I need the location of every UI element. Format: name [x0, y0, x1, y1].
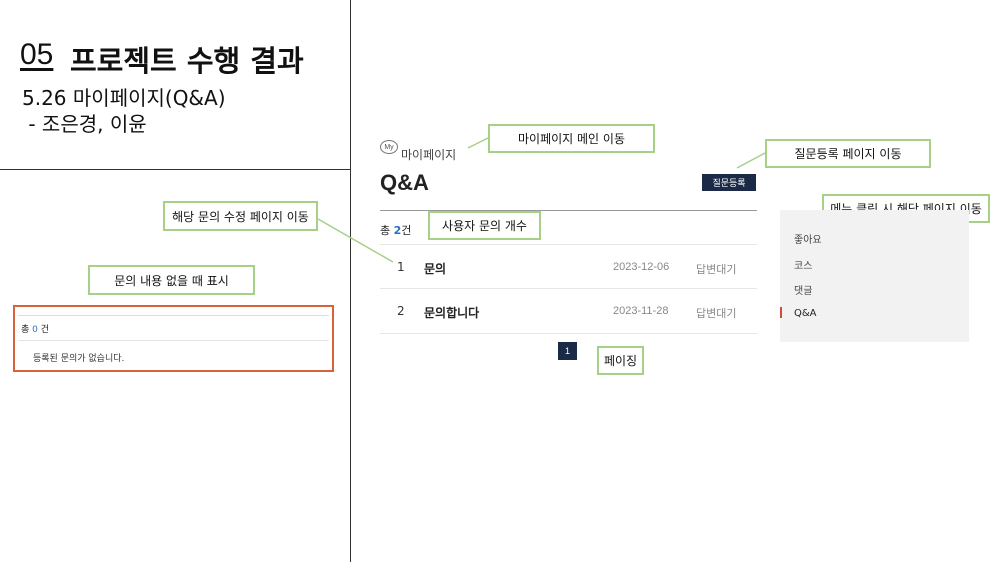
list-top-rule: [380, 210, 757, 211]
pagination-page-1[interactable]: 1: [558, 342, 577, 360]
table-row[interactable]: 2 문의합니다 2023-11-28 답변대기: [380, 289, 757, 332]
menu-item-likes[interactable]: 좋아요: [794, 235, 822, 246]
row-title-link[interactable]: 문의: [424, 262, 447, 276]
empty-state-panel: 총 0 건 등록된 문의가 없습니다.: [13, 305, 334, 372]
empty-count: 총 0 건: [21, 322, 49, 335]
vertical-divider: [350, 0, 351, 562]
breadcrumb-mypage[interactable]: 마이페이지: [401, 148, 457, 162]
slide-subtitle: 5.26 마이페이지(Q&A): [22, 86, 226, 110]
row-separator: [380, 333, 757, 334]
table-row[interactable]: 1 문의 2023-12-06 답변대기: [380, 245, 757, 288]
row-number: 1: [397, 260, 405, 274]
menu-active-indicator: [780, 307, 782, 318]
row-status: 답변대기: [696, 263, 737, 276]
section-number: 05: [20, 38, 54, 71]
callout-empty-state: 문의 내용 없을 때 표시: [88, 265, 255, 295]
callout-paging: 페이징: [597, 346, 644, 375]
callout-mypage-main: 마이페이지 메인 이동: [488, 124, 655, 153]
register-question-button[interactable]: 질문등록: [702, 174, 756, 191]
empty-separator: [18, 340, 329, 341]
row-separator: [380, 288, 757, 289]
count-value: 2: [393, 224, 402, 237]
page-title: Q&A: [380, 170, 429, 195]
row-title-link[interactable]: 문의합니다: [424, 306, 480, 320]
connector-register: [736, 152, 766, 169]
menu-item-qa[interactable]: Q&A: [794, 308, 817, 319]
count-prefix: 총: [380, 224, 391, 237]
side-menu: 좋아요 코스 댓글 Q&A: [780, 210, 969, 342]
my-icon: My: [380, 140, 398, 154]
empty-count-value: 0: [32, 325, 38, 335]
row-number: 2: [397, 304, 405, 318]
question-count: 총 2건: [380, 222, 411, 238]
menu-item-comments[interactable]: 댓글: [794, 286, 813, 297]
empty-message: 등록된 문의가 없습니다.: [33, 354, 125, 364]
empty-count-prefix: 총: [21, 325, 30, 335]
callout-register: 질문등록 페이지 이동: [765, 139, 931, 168]
row-date: 2023-11-28: [613, 305, 669, 317]
slide-authors: - 조은경, 이윤: [22, 112, 147, 136]
slide-title: 프로젝트 수행 결과: [70, 44, 304, 78]
count-suffix: 건: [401, 224, 412, 237]
empty-count-suffix: 건: [40, 325, 50, 335]
row-status: 답변대기: [696, 307, 737, 320]
empty-top-rule: [18, 315, 329, 316]
connector-edit: [317, 218, 394, 263]
row-date: 2023-12-06: [613, 261, 670, 273]
horizontal-divider: [0, 169, 351, 170]
callout-user-count: 사용자 문의 개수: [428, 211, 541, 240]
callout-edit-page: 해당 문의 수정 페이지 이동: [163, 201, 318, 231]
menu-item-course[interactable]: 코스: [794, 261, 813, 272]
connector-mypage: [467, 137, 489, 149]
row-separator: [380, 244, 757, 245]
